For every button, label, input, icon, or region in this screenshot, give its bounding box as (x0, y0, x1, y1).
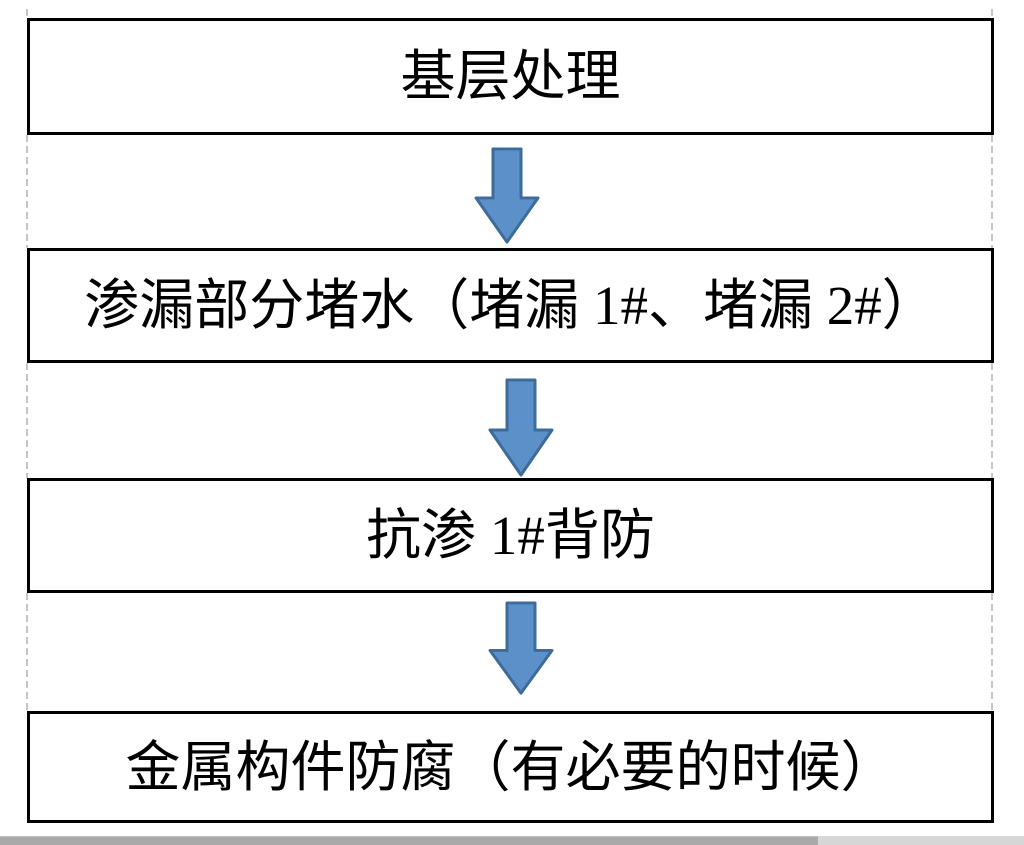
down-arrow-icon (474, 147, 540, 245)
horizontal-scrollbar[interactable] (0, 836, 1024, 845)
text-boundary-dashed-line (26, 135, 28, 248)
text-boundary-dashed-line (991, 135, 993, 248)
flow-step-label: 基层处理 (400, 46, 621, 107)
flow-step-base-treatment: 基层处理 (27, 18, 994, 135)
flow-step-leak-plugging: 渗漏部分堵水（堵漏 1#、堵漏 2#） (27, 248, 994, 363)
text-boundary-dashed-line (991, 363, 993, 478)
text-boundary-dashed-line (26, 9, 28, 18)
down-arrow-icon (488, 378, 554, 478)
flow-step-anti-seepage: 抗渗 1#背防 (27, 478, 994, 593)
text-boundary-dashed-line (991, 9, 993, 18)
text-boundary-dashed-line (26, 593, 28, 711)
flow-step-label: 金属构件防腐（有必要的时候） (125, 736, 896, 798)
text-boundary-dashed-line (991, 593, 993, 711)
flow-step-label: 渗漏部分堵水（堵漏 1#、堵漏 2#） (84, 275, 937, 336)
down-arrow-icon (488, 601, 554, 696)
text-boundary-dashed-line (26, 363, 28, 478)
scrollbar-thumb[interactable] (0, 836, 818, 845)
flow-step-label: 抗渗 1#背防 (366, 505, 655, 566)
flow-step-metal-anticorrosion: 金属构件防腐（有必要的时候） (27, 711, 994, 823)
